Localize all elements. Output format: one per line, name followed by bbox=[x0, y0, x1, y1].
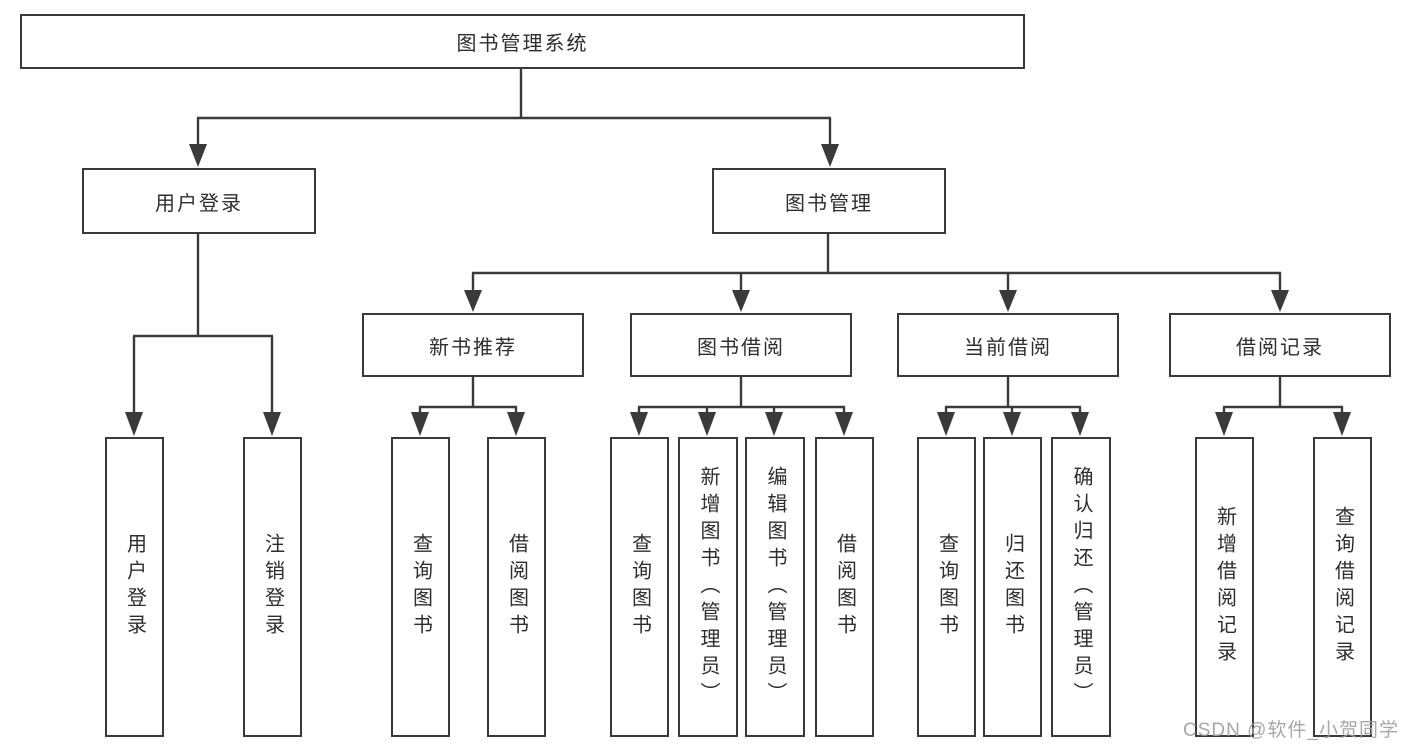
leaf-borrow-books-recommend-label: 借阅图书 bbox=[505, 533, 528, 641]
node-current-borrow-label: 当前借阅 bbox=[964, 336, 1052, 359]
leaf-edit-books-admin-label: 编辑图书（管理员） bbox=[764, 465, 786, 709]
node-root-system: 图书管理系统 bbox=[20, 14, 1025, 69]
leaf-add-books-admin: 新增图书（管理员） bbox=[678, 437, 738, 737]
node-new-book-recommend: 新书推荐 bbox=[362, 313, 584, 377]
node-user-login: 用户登录 bbox=[82, 168, 316, 234]
leaf-edit-books-admin: 编辑图书（管理员） bbox=[745, 437, 805, 737]
leaf-borrow-books-recommend: 借阅图书 bbox=[487, 437, 546, 737]
leaf-borrow-books: 借阅图书 bbox=[815, 437, 874, 737]
leaf-confirm-return-admin: 确认归还（管理员） bbox=[1051, 437, 1111, 737]
leaf-add-books-admin-label: 新增图书（管理员） bbox=[697, 465, 719, 709]
node-book-borrow-label: 图书借阅 bbox=[697, 336, 785, 359]
leaf-query-books-recommend: 查询图书 bbox=[391, 437, 450, 737]
leaf-query-books-recommend-label: 查询图书 bbox=[409, 533, 432, 641]
csdn-watermark: CSDN @软件_小贺同学 bbox=[1183, 720, 1399, 741]
leaf-query-books-borrow: 查询图书 bbox=[610, 437, 669, 737]
node-current-borrow: 当前借阅 bbox=[897, 313, 1119, 377]
leaf-user-login: 用户登录 bbox=[105, 437, 164, 737]
node-borrow-records: 借阅记录 bbox=[1169, 313, 1391, 377]
leaf-query-borrow-record-label: 查询借阅记录 bbox=[1331, 506, 1354, 668]
leaf-return-books: 归还图书 bbox=[983, 437, 1042, 737]
leaf-query-books-current-label: 查询图书 bbox=[935, 533, 958, 641]
node-user-login-label: 用户登录 bbox=[155, 192, 243, 215]
leaf-user-login-label: 用户登录 bbox=[123, 533, 146, 641]
node-book-borrow: 图书借阅 bbox=[630, 313, 852, 377]
leaf-confirm-return-admin-label: 确认归还（管理员） bbox=[1070, 465, 1092, 709]
leaf-query-borrow-record: 查询借阅记录 bbox=[1313, 437, 1372, 737]
leaf-logout: 注销登录 bbox=[243, 437, 302, 737]
node-new-book-recommend-label: 新书推荐 bbox=[429, 336, 517, 359]
leaf-add-borrow-record: 新增借阅记录 bbox=[1195, 437, 1254, 737]
node-book-management: 图书管理 bbox=[712, 168, 946, 234]
leaf-query-books-borrow-label: 查询图书 bbox=[628, 533, 651, 641]
leaf-borrow-books-label: 借阅图书 bbox=[833, 533, 856, 641]
leaf-query-books-current: 查询图书 bbox=[917, 437, 976, 737]
node-root-system-label: 图书管理系统 bbox=[456, 33, 589, 55]
leaf-logout-label: 注销登录 bbox=[261, 533, 284, 641]
leaf-return-books-label: 归还图书 bbox=[1001, 533, 1024, 641]
node-borrow-records-label: 借阅记录 bbox=[1236, 336, 1324, 359]
node-book-management-label: 图书管理 bbox=[785, 192, 873, 215]
leaf-add-borrow-record-label: 新增借阅记录 bbox=[1213, 506, 1236, 668]
